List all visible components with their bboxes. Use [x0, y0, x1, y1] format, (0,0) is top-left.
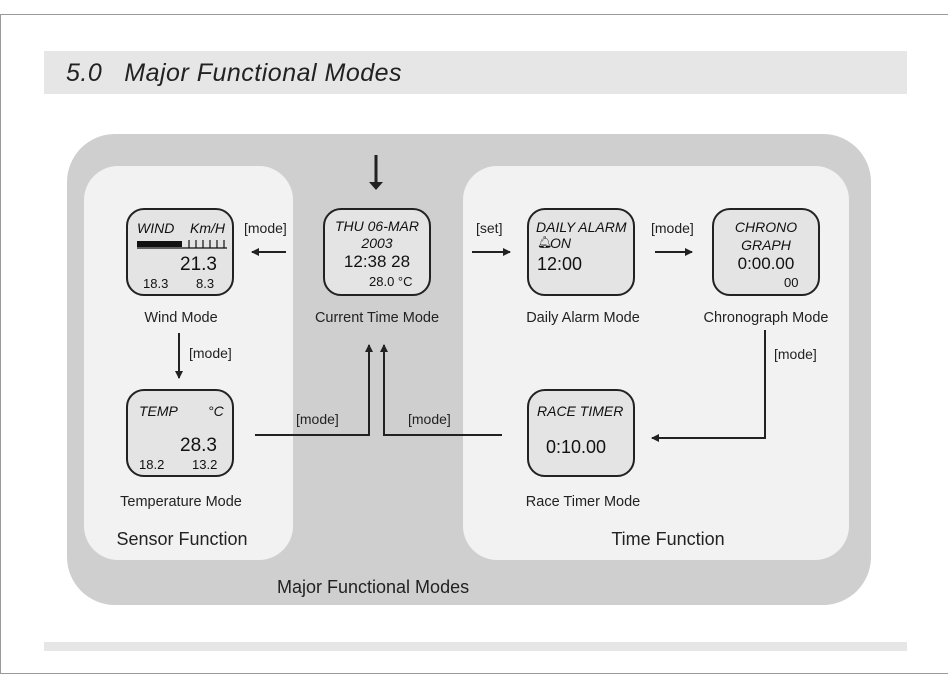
section-header: 5.0 Major Functional Modes [44, 51, 907, 94]
footer-bar [44, 642, 907, 651]
race-timer-title: RACE TIMER [537, 403, 624, 419]
temp-unit: °C [208, 403, 224, 419]
chrono-time: 0:00.00 [737, 254, 795, 273]
sensor-function-label: Sensor Function [116, 529, 248, 549]
wind-avg-value: 8.3 [196, 276, 215, 291]
bell-icon: 🔔︎ [537, 235, 553, 249]
temperature-mode-label: Temperature Mode [120, 494, 242, 510]
edge-label-alarm-to-chrono: [mode] [651, 220, 694, 236]
daily-alarm-display: DAILY ALARM 🔔︎ ON 12:00 [527, 208, 635, 296]
chrono-title-line1: CHRONO [734, 219, 798, 235]
alarm-time: 12:00 [537, 254, 583, 274]
wind-label: WIND [137, 220, 175, 236]
daily-alarm-title: DAILY ALARM [536, 219, 627, 235]
wind-mode-label: Wind Mode [144, 310, 218, 326]
chronograph-display: CHRONO GRAPH 0:00.00 00 [712, 208, 820, 296]
race-timer-value: 0:10.00 [546, 437, 607, 457]
time-function-label: Time Function [611, 529, 725, 549]
section-number: 5.0 [66, 59, 103, 87]
entry-arrow [369, 155, 383, 190]
temperature-display: TEMP °C 28.3 18.2 13.2 [126, 389, 234, 477]
wind-unit: Km/H [190, 220, 225, 236]
race-timer-display: RACE TIMER 0:10.00 [527, 389, 635, 477]
page-title: 5.0 Major Functional Modes [66, 59, 402, 88]
chronograph-mode-label: Chronograph Mode [703, 310, 829, 326]
edge-label-race-to-current: [mode] [408, 411, 451, 427]
current-time-value: 12:38 28 [343, 252, 411, 271]
edge-label-wind-to-temp: [mode] [189, 345, 232, 361]
alarm-status: ON [550, 235, 571, 251]
section-title: Major Functional Modes [124, 59, 403, 87]
temp-min-value: 18.2 [139, 457, 165, 472]
major-modes-label: Major Functional Modes [277, 577, 470, 597]
wind-speed-value: 21.3 [180, 254, 217, 275]
temp-label: TEMP [139, 403, 178, 419]
edge-label-temp-to-current: [mode] [296, 411, 339, 427]
arrow-temp-to-current [255, 344, 373, 436]
current-time-mode-label: Current Time Mode [314, 310, 440, 326]
chrono-title-line2: GRAPH [741, 237, 791, 253]
edge-label-current-to-wind: [mode] [244, 220, 287, 236]
arrow-chrono-to-race [651, 330, 766, 442]
current-year: 2003 [361, 235, 393, 251]
current-date: THU 06-MAR [334, 218, 419, 234]
current-temperature: 28.0 °C [369, 274, 413, 289]
race-timer-mode-label: Race Timer Mode [525, 494, 641, 510]
wind-mode-display: WIND Km/H 21.3 18.3 8.3 [126, 208, 234, 296]
wind-max-value: 18.3 [143, 276, 169, 291]
edge-label-chrono-to-race: [mode] [774, 346, 817, 362]
temp-value: 28.3 [180, 435, 217, 456]
page-frame [0, 14, 948, 674]
current-time-display: THU 06-MAR 2003 12:38 28 28.0 °C [323, 208, 431, 296]
temp-max-value: 13.2 [192, 457, 218, 472]
edge-label-current-to-alarm: [set] [476, 220, 503, 236]
arrow-race-to-current [380, 344, 502, 436]
chrono-hundredths: 00 [784, 275, 799, 290]
wind-bar-graph [137, 240, 227, 249]
daily-alarm-mode-label: Daily Alarm Mode [526, 310, 640, 326]
